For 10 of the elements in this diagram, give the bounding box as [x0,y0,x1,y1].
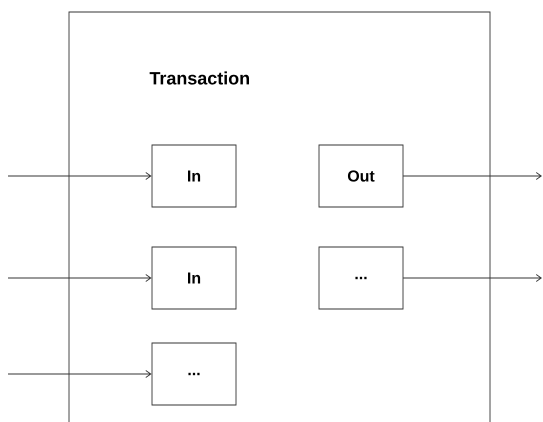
process-box: ... [318,246,404,310]
arrow [403,172,542,180]
process-box: ... [152,342,236,406]
arrow [8,172,152,180]
arrow [403,274,542,282]
process-box: In [152,144,236,208]
arrow [8,370,152,378]
process-box: In [152,246,236,310]
process-box: Out [318,144,404,208]
arrow [8,274,152,282]
